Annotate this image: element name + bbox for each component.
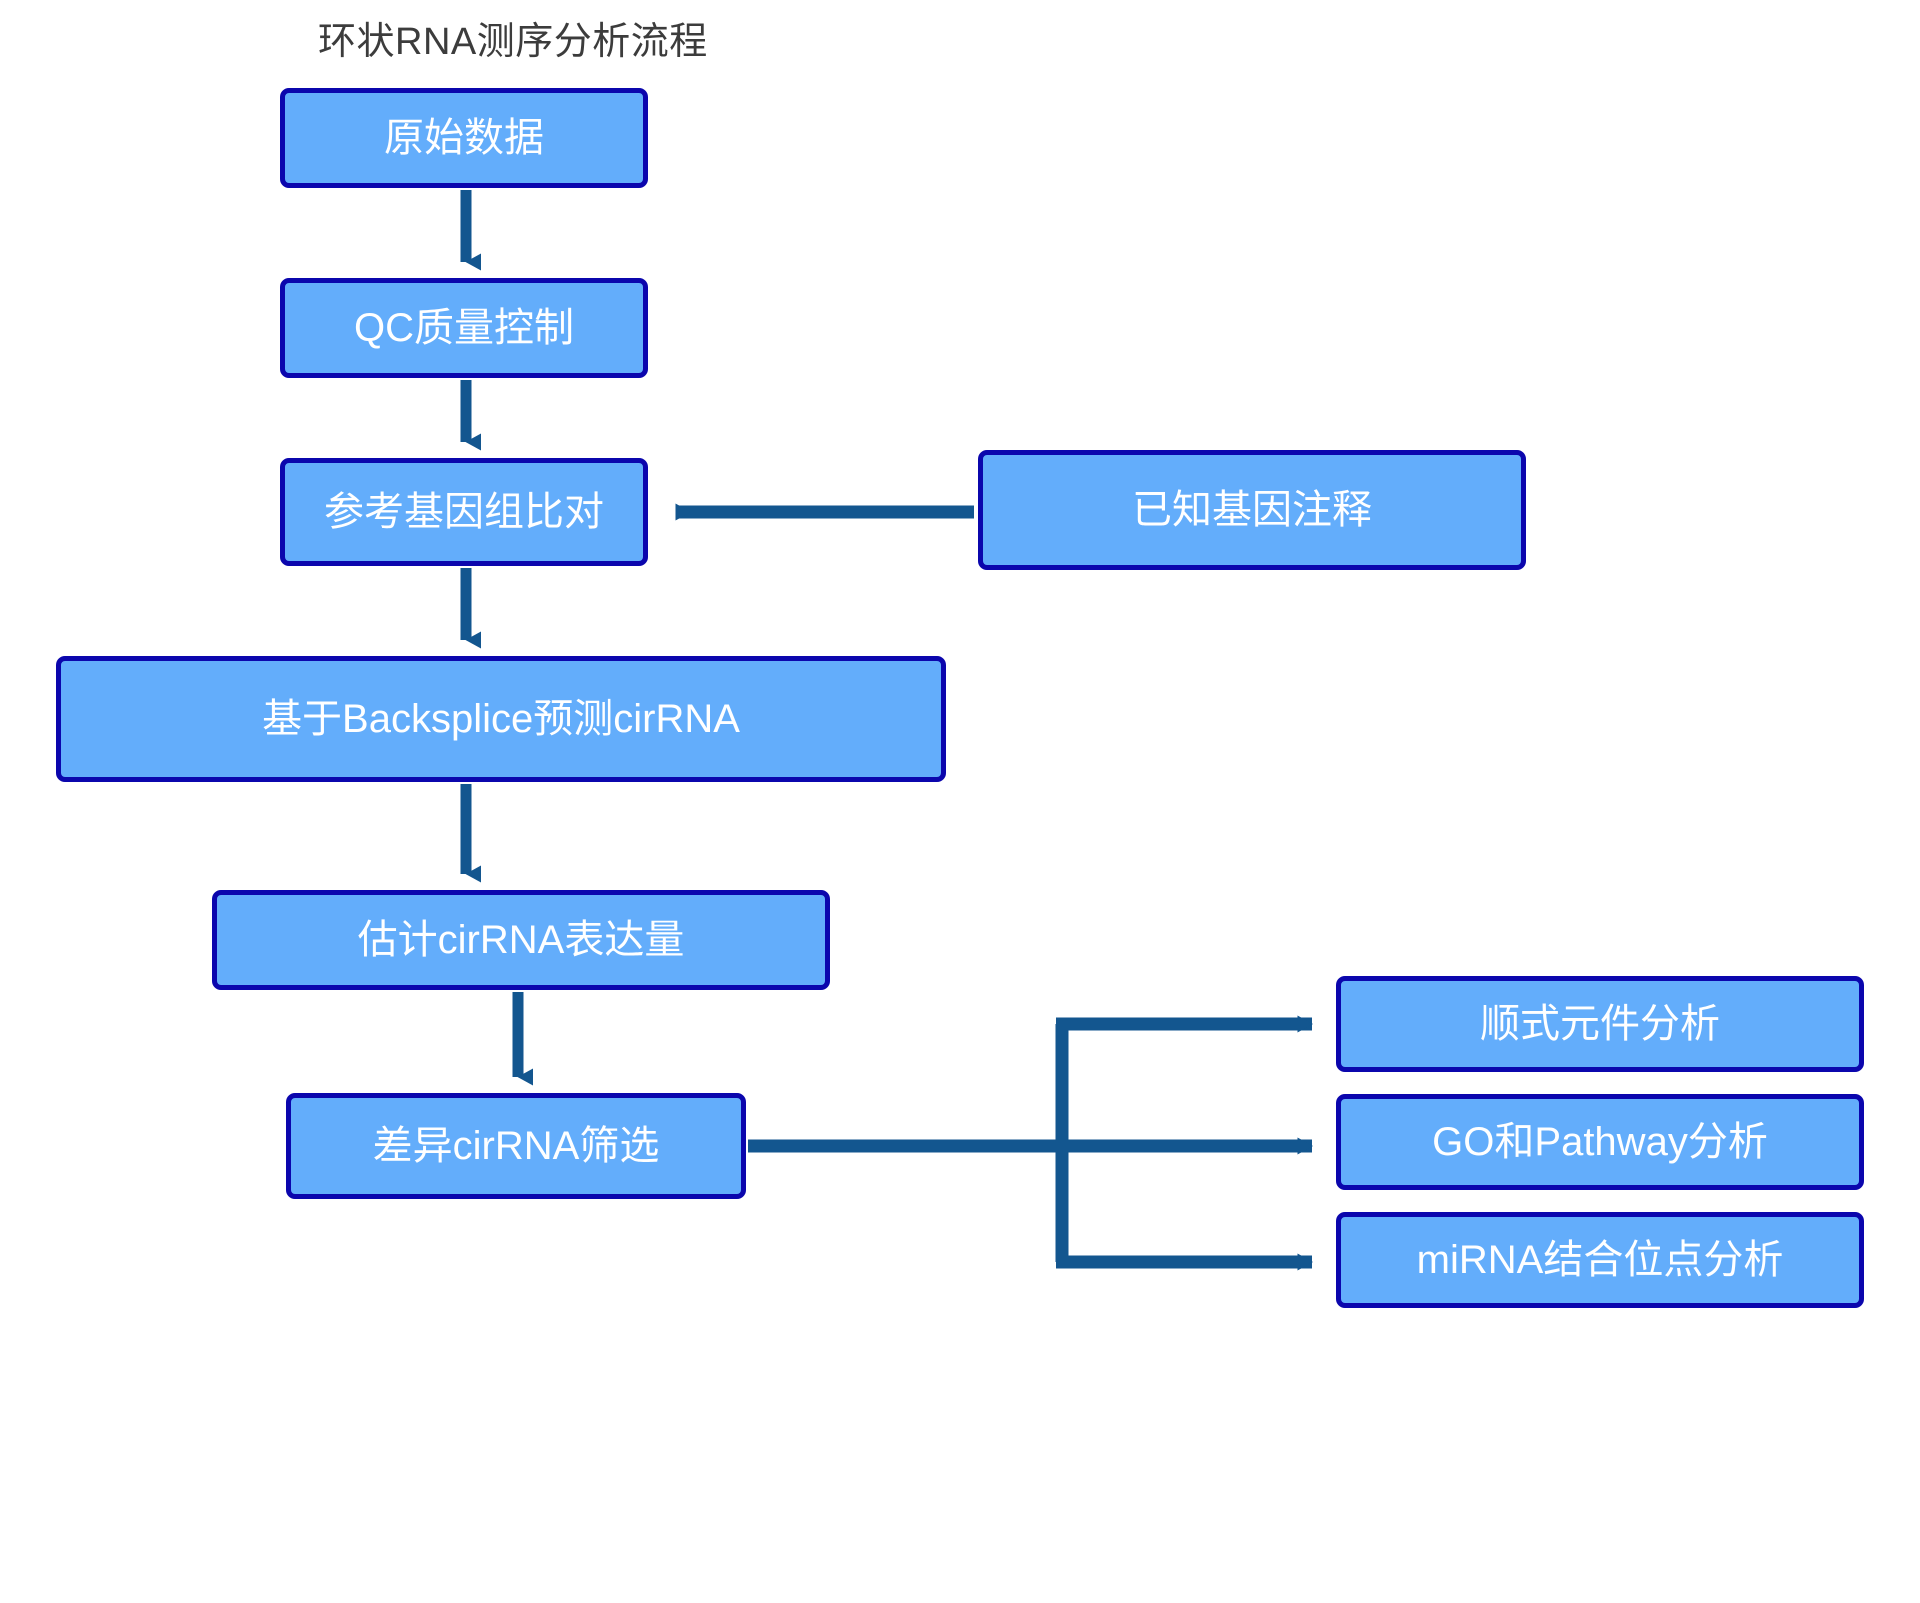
node-go-pathway[interactable]: GO和Pathway分析 [1336,1094,1864,1190]
node-raw-data-label: 原始数据 [384,116,544,160]
node-genome-align-label: 参考基因组比对 [324,490,604,534]
node-diff-screen-label: 差异cirRNA筛选 [372,1124,660,1168]
page-title: 环状RNA测序分析流程 [318,21,708,63]
node-backsplice[interactable]: 基于Backsplice预测cirRNA [56,656,946,782]
node-go-pathway-label: GO和Pathway分析 [1432,1120,1768,1164]
node-cis-element-label: 顺式元件分析 [1480,1002,1720,1046]
node-known-annotation-label: 已知基因注释 [1132,488,1372,532]
node-genome-align[interactable]: 参考基因组比对 [280,458,648,566]
node-diff-screen[interactable]: 差异cirRNA筛选 [286,1093,746,1199]
node-backsplice-label: 基于Backsplice预测cirRNA [262,697,740,741]
node-mirna-binding-label: miRNA结合位点分析 [1416,1238,1784,1282]
node-cis-element[interactable]: 顺式元件分析 [1336,976,1864,1072]
node-qc-label: QC质量控制 [354,306,574,350]
node-raw-data[interactable]: 原始数据 [280,88,648,188]
node-expression[interactable]: 估计cirRNA表达量 [212,890,830,990]
node-mirna-binding[interactable]: miRNA结合位点分析 [1336,1212,1864,1308]
node-expression-label: 估计cirRNA表达量 [357,918,685,962]
node-known-annotation[interactable]: 已知基因注释 [978,450,1526,570]
node-qc[interactable]: QC质量控制 [280,278,648,378]
edge-diff-screen-branch-trunk [748,1024,1069,1262]
